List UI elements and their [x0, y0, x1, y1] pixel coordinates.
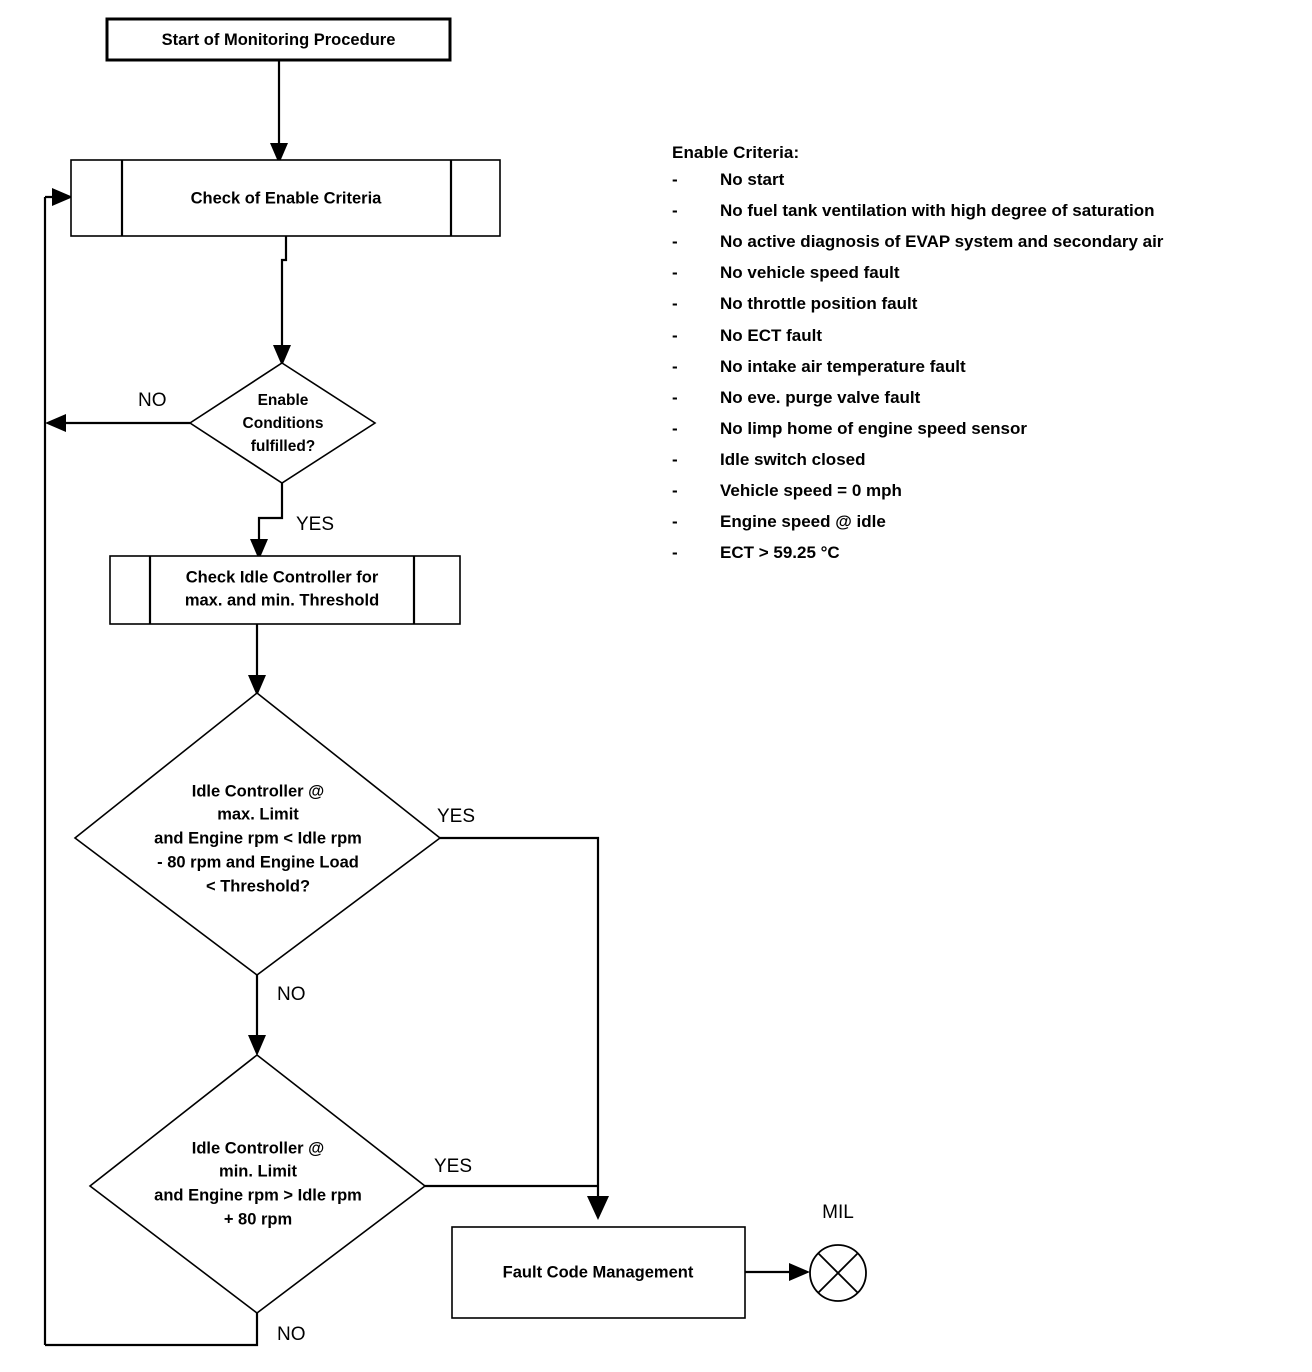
list-item: - No start [672, 169, 1282, 192]
bullet-dash: - [672, 356, 678, 376]
node-enable-decision-line2: Conditions [243, 415, 324, 432]
criteria-text: No start [720, 170, 785, 189]
connector-start-to-check-enable [270, 60, 288, 164]
node-mil-lamp[interactable]: MIL [809, 1202, 867, 1302]
criteria-text: Engine speed @ idle [720, 512, 886, 532]
bullet-dash: - [672, 418, 678, 438]
connector-enable-no-feedback [43, 188, 190, 1345]
bullet-dash: - [672, 294, 678, 314]
node-check-idle-line1: Check Idle Controller for [186, 568, 379, 586]
list-item: - No throttle position fault [672, 293, 1282, 316]
node-min-decision-line4: + 80 rpm [224, 1210, 292, 1228]
bullet-dash: - [672, 512, 678, 532]
node-check-idle-controller[interactable]: Check Idle Controller for max. and min. … [109, 555, 461, 625]
node-max-decision-line1: Idle Controller @ [192, 782, 325, 800]
enable-criteria-list: - No start - No fuel tank ventilation wi… [672, 169, 1282, 565]
connector-max-no-to-min-decision [248, 975, 266, 1056]
connector-check-idle-to-max-decision [248, 624, 266, 696]
node-enable-decision-line3: fulfilled? [251, 438, 316, 455]
node-check-enable-criteria[interactable]: Check of Enable Criteria [70, 159, 501, 237]
list-item: - Idle switch closed [672, 449, 1282, 472]
branch-label-max-yes: YES [437, 806, 475, 827]
bullet-dash: - [672, 325, 678, 345]
node-start[interactable]: Start of Monitoring Procedure [105, 17, 452, 62]
criteria-text: No eve. purge valve fault [720, 387, 921, 407]
node-max-decision-line3: and Engine rpm < Idle rpm [154, 829, 362, 847]
mil-label: MIL [822, 1202, 854, 1223]
list-item: - No limp home of engine speed sensor [672, 418, 1282, 441]
node-enable-conditions-decision[interactable]: Enable Conditions fulfilled? [188, 362, 377, 484]
connector-enable-yes-to-check-idle [250, 483, 284, 560]
bullet-dash: - [672, 543, 678, 563]
criteria-text: No fuel tank ventilation with high degre… [720, 201, 1155, 221]
branch-label-min-yes: YES [434, 1156, 472, 1177]
list-item: - No fuel tank ventilation with high deg… [672, 200, 1282, 223]
node-min-limit-decision[interactable]: Idle Controller @ min. Limit and Engine … [88, 1053, 427, 1315]
bullet-dash: - [672, 232, 678, 252]
list-item: - ECT > 59.25 °C [672, 542, 1282, 565]
list-item: - Vehicle speed = 0 mph [672, 480, 1282, 503]
bullet-dash: - [672, 481, 678, 501]
bullet-dash: - [672, 449, 678, 469]
node-enable-decision-line1: Enable [258, 392, 309, 409]
node-fault-code-label: Fault Code Management [503, 1263, 694, 1281]
node-check-idle-line2: max. and min. Threshold [185, 591, 379, 609]
enable-criteria-title: Enable Criteria: [672, 143, 800, 162]
node-max-decision-line2: max. Limit [217, 805, 299, 823]
list-item: - No eve. purge valve fault [672, 387, 1282, 410]
connector-min-yes-to-fault-code [425, 1184, 609, 1220]
bullet-dash: - [672, 170, 678, 189]
bullet-dash: - [672, 201, 678, 221]
branch-label-max-no: NO [277, 984, 306, 1005]
branch-label-min-no: NO [277, 1324, 306, 1345]
connector-fault-code-to-mil [745, 1263, 810, 1281]
node-check-enable-criteria-label: Check of Enable Criteria [191, 189, 383, 207]
list-item: - No intake air temperature fault [672, 356, 1282, 379]
branch-label-enable-yes: YES [296, 514, 334, 535]
node-min-decision-line2: min. Limit [219, 1162, 297, 1180]
node-start-label: Start of Monitoring Procedure [162, 31, 396, 49]
node-max-limit-decision[interactable]: Idle Controller @ max. Limit and Engine … [73, 691, 442, 977]
node-max-decision-line5: < Threshold? [206, 877, 310, 895]
node-max-decision-line4: - 80 rpm and Engine Load [157, 853, 359, 871]
criteria-text: ECT > 59.25 °C [720, 543, 840, 563]
node-fault-code-management[interactable]: Fault Code Management [451, 1226, 746, 1319]
criteria-text: No ECT fault [720, 325, 822, 345]
enable-criteria-panel: Enable Criteria: - No start - No fuel ta… [672, 143, 1282, 573]
list-item: - No ECT fault [672, 325, 1282, 348]
list-item: - No vehicle speed fault [672, 262, 1282, 285]
criteria-text: No throttle position fault [720, 294, 918, 314]
criteria-text: No limp home of engine speed sensor [720, 418, 1027, 438]
criteria-text: Vehicle speed = 0 mph [720, 481, 902, 501]
criteria-text: No intake air temperature fault [720, 356, 966, 376]
criteria-text: No vehicle speed fault [720, 263, 900, 283]
branch-label-enable-no: NO [138, 390, 167, 411]
list-item: - Engine speed @ idle [672, 511, 1282, 534]
connector-max-yes-to-fault-code [440, 836, 600, 1206]
criteria-text: No active diagnosis of EVAP system and s… [720, 232, 1164, 252]
bullet-dash: - [672, 263, 678, 283]
list-item: - No active diagnosis of EVAP system and… [672, 231, 1282, 254]
node-min-decision-line1: Idle Controller @ [192, 1139, 325, 1157]
connector-check-enable-to-enable-decision [273, 236, 291, 366]
node-min-decision-line3: and Engine rpm > Idle rpm [154, 1186, 362, 1204]
bullet-dash: - [672, 387, 678, 407]
criteria-text: Idle switch closed [720, 449, 866, 469]
connector-min-no-feedback [45, 1313, 259, 1347]
